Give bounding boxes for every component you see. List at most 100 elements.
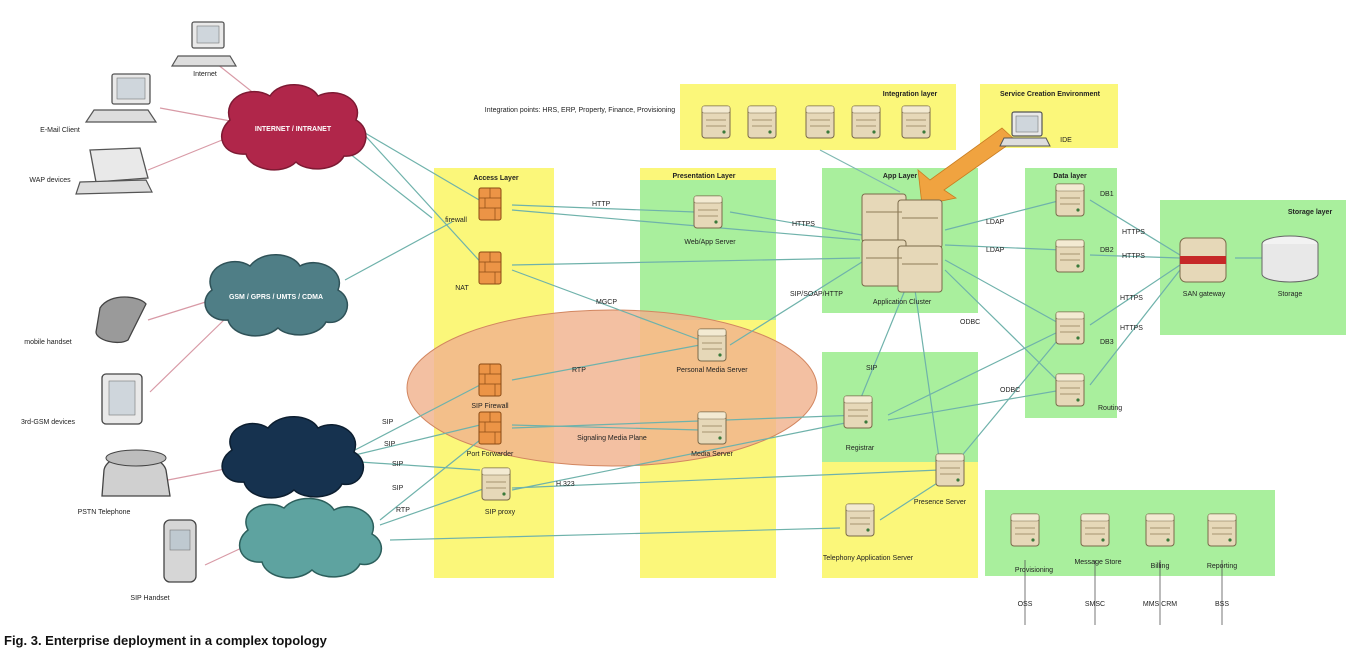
proto-ldap-1: LDAP bbox=[986, 219, 1005, 226]
cloud-pstn bbox=[221, 416, 365, 499]
cloud-voip bbox=[238, 497, 383, 579]
gateway-2[interactable]: Message Store SMSC bbox=[1074, 513, 1122, 608]
proto-https-1: HTTPS bbox=[792, 221, 815, 228]
gateway-2-label: Message Store bbox=[1074, 559, 1121, 566]
gateway-1[interactable]: Provisioning OSS bbox=[1010, 513, 1053, 608]
web-server[interactable]: Web/App Server bbox=[684, 195, 736, 246]
client-email[interactable]: E-Mail Client bbox=[40, 73, 158, 134]
gateway-4[interactable]: Reporting BSS bbox=[1207, 513, 1237, 608]
client-wap-label: WAP devices bbox=[29, 177, 71, 184]
proto-odbc-2: ODBC bbox=[1000, 387, 1020, 394]
storage-layer-label: Storage layer bbox=[1288, 209, 1333, 216]
proto-sip-3: SIP bbox=[392, 461, 404, 468]
media-server-label: Personal Media Server bbox=[676, 367, 748, 374]
client-smartphone-label: 3rd-GSM devices bbox=[21, 419, 76, 426]
client-email-label: E-Mail Client bbox=[40, 127, 80, 134]
firewall-4[interactable]: Port Forwarder bbox=[467, 411, 514, 458]
web-server-label: Web/App Server bbox=[684, 239, 736, 246]
gateway-3[interactable]: Billing MMS CRM bbox=[1143, 513, 1177, 608]
presence-server[interactable]: Presence Server bbox=[914, 453, 967, 506]
media-server[interactable]: Personal Media Server bbox=[676, 328, 748, 374]
storage-disk[interactable]: Storage bbox=[1261, 235, 1319, 298]
db-3-label: DB3 bbox=[1100, 339, 1114, 346]
presentation-layer-label: Presentation Layer bbox=[672, 173, 735, 180]
registrar-label: Registrar bbox=[846, 445, 875, 452]
proto-sip-1: SIP bbox=[382, 419, 394, 426]
db-1[interactable]: DB1 bbox=[1055, 183, 1114, 217]
db-2[interactable]: DB2 bbox=[1055, 239, 1114, 273]
integration-server-4[interactable] bbox=[851, 105, 881, 139]
proto-sip-2: SIP bbox=[384, 441, 396, 448]
storage-disk-label: Storage bbox=[1278, 291, 1303, 298]
proto-sip-5: SIP bbox=[866, 365, 878, 372]
db-3[interactable]: DB3 bbox=[1055, 311, 1114, 346]
firewall-1-label: firewall bbox=[445, 217, 467, 224]
proto-rtp-1: RTP bbox=[572, 367, 586, 374]
presence-server-label: Presence Server bbox=[914, 499, 967, 506]
firewall-3-label: SIP Firewall bbox=[471, 403, 509, 410]
firewall-1[interactable]: firewall bbox=[445, 187, 502, 224]
san-gateway-label: SAN gateway bbox=[1183, 291, 1226, 298]
sce-laptop[interactable]: IDE bbox=[999, 111, 1072, 147]
proto-sip-soap: SIP/SOAP/HTTP bbox=[790, 291, 843, 298]
cloud-internet-label: INTERNET / INTRANET bbox=[255, 126, 332, 133]
client-wap[interactable]: WAP devices bbox=[29, 147, 153, 195]
routing-server[interactable]: Routing bbox=[1055, 373, 1122, 412]
proto-http-1: HTTP bbox=[592, 201, 611, 208]
service-creation-label: Service Creation Environment bbox=[1000, 91, 1101, 98]
media-server-2-label: Media Server bbox=[691, 451, 733, 458]
app-cluster[interactable]: Application Cluster bbox=[861, 193, 943, 306]
proto-odbc-1: ODBC bbox=[960, 319, 980, 326]
figure-caption: Fig. 3. Enterprise deployment in a compl… bbox=[4, 633, 327, 648]
integration-server-1[interactable] bbox=[701, 105, 731, 139]
proto-https-2: HTTPS bbox=[1122, 229, 1145, 236]
proto-h323: H.323 bbox=[556, 481, 575, 488]
client-pc-label: Internet bbox=[193, 71, 217, 78]
integration-desc: Integration points: HRS, ERP, Property, … bbox=[485, 107, 675, 114]
protocol-labels: HTTP HTTPS LDAP LDAP SIP/SOAP/HTTP MGCP … bbox=[382, 201, 1145, 514]
access-layer-label: Access Layer bbox=[473, 175, 518, 182]
app-layer-label: App Layer bbox=[883, 173, 918, 180]
firewall-3[interactable]: SIP Firewall bbox=[471, 363, 509, 410]
integration-server-5[interactable] bbox=[901, 105, 931, 139]
telephony-server[interactable]: Telephony Application Server bbox=[823, 503, 914, 562]
client-mobile-phone-label: mobile handset bbox=[24, 339, 72, 346]
gateway-2-out: SMSC bbox=[1085, 601, 1105, 608]
gateway-3-label: Billing bbox=[1151, 563, 1170, 570]
firewall-2-label: NAT bbox=[455, 285, 469, 292]
client-pstn-phone-label: PSTN Telephone bbox=[78, 509, 131, 516]
proto-https-5: HTTPS bbox=[1120, 325, 1143, 332]
zones bbox=[406, 84, 1346, 578]
db-1-label: DB1 bbox=[1100, 191, 1114, 198]
cloud-internet: INTERNET / INTRANET bbox=[220, 84, 367, 171]
gateway-4-label: Reporting bbox=[1207, 563, 1237, 570]
integration-layer-label: Integration layer bbox=[883, 91, 938, 98]
san-gateway[interactable]: SAN gateway bbox=[1179, 237, 1227, 298]
client-mobile-phone[interactable]: mobile handset bbox=[24, 296, 147, 346]
signaling-media-ellipse bbox=[406, 309, 818, 467]
routing-label: Routing bbox=[1098, 405, 1122, 412]
registrar[interactable]: Registrar bbox=[843, 395, 875, 452]
integration-server-3[interactable] bbox=[805, 105, 835, 139]
sip-proxy[interactable]: SIP proxy bbox=[481, 467, 516, 516]
client-voip-phone-label: SIP Handset bbox=[130, 595, 169, 602]
connections bbox=[147, 59, 1262, 625]
app-cluster-label: Application Cluster bbox=[873, 299, 932, 306]
media-server-2[interactable]: Media Server bbox=[691, 411, 733, 458]
gateway-1-out: OSS bbox=[1018, 601, 1033, 608]
proto-https-4: HTTPS bbox=[1120, 295, 1143, 302]
proto-rtp-2: RTP bbox=[396, 507, 410, 514]
proto-https-3: HTTPS bbox=[1122, 253, 1145, 260]
client-smartphone[interactable]: 3rd-GSM devices bbox=[21, 373, 143, 426]
deploy-arrow bbox=[917, 127, 1016, 206]
data-layer-label: Data layer bbox=[1053, 173, 1087, 180]
client-voip-phone[interactable]: SIP Handset bbox=[130, 519, 197, 602]
client-pc[interactable]: Internet bbox=[170, 21, 238, 78]
db-2-label: DB2 bbox=[1100, 247, 1114, 254]
gateway-3-out: MMS CRM bbox=[1143, 601, 1177, 608]
integration-server-2[interactable] bbox=[747, 105, 777, 139]
client-pstn-phone[interactable]: PSTN Telephone bbox=[78, 449, 171, 516]
firewall-2[interactable]: NAT bbox=[455, 251, 502, 292]
firewall-4-label: Port Forwarder bbox=[467, 451, 514, 458]
